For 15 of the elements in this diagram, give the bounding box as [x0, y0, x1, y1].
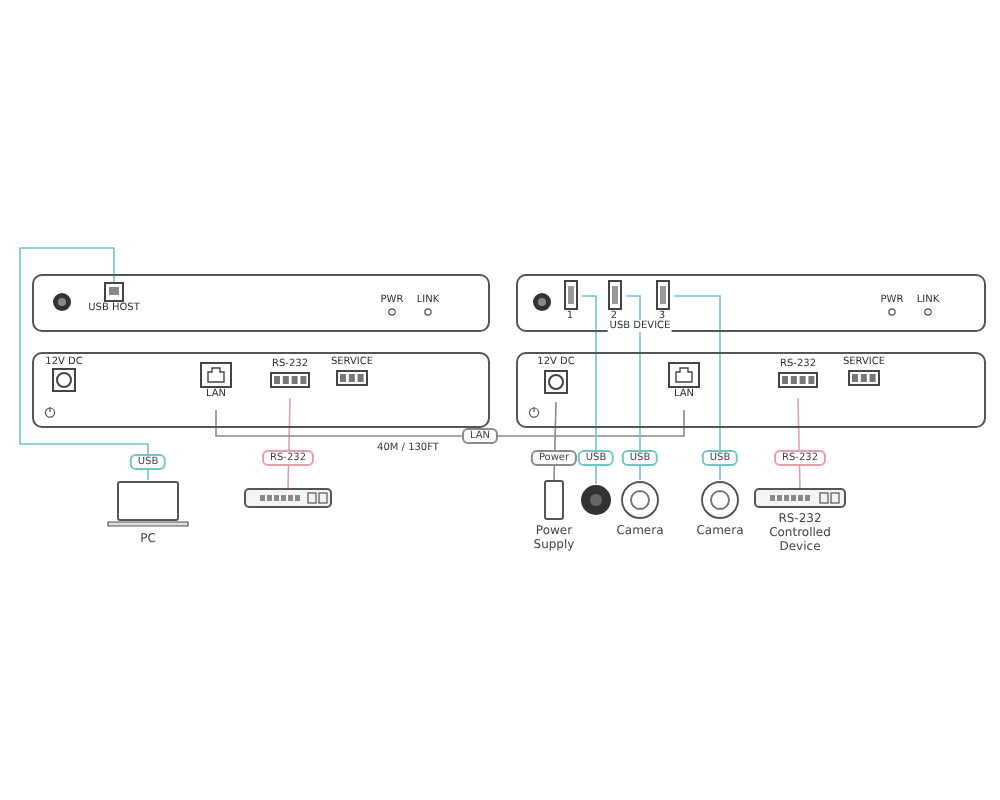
cable-line [553, 401, 557, 481]
usb-port [558, 280, 582, 324]
cable-line [215, 409, 685, 437]
device-panel [516, 274, 986, 332]
keypad-icon [244, 488, 332, 508]
cable-line [673, 295, 721, 481]
camera-icon [580, 484, 612, 516]
usb-port [650, 280, 674, 324]
cable-line [581, 295, 597, 485]
cable-line [19, 247, 149, 481]
cable-line [625, 295, 641, 481]
usb-port [602, 280, 626, 324]
device-panel [516, 352, 986, 428]
device-panel [32, 274, 490, 332]
device-panel [32, 352, 490, 428]
